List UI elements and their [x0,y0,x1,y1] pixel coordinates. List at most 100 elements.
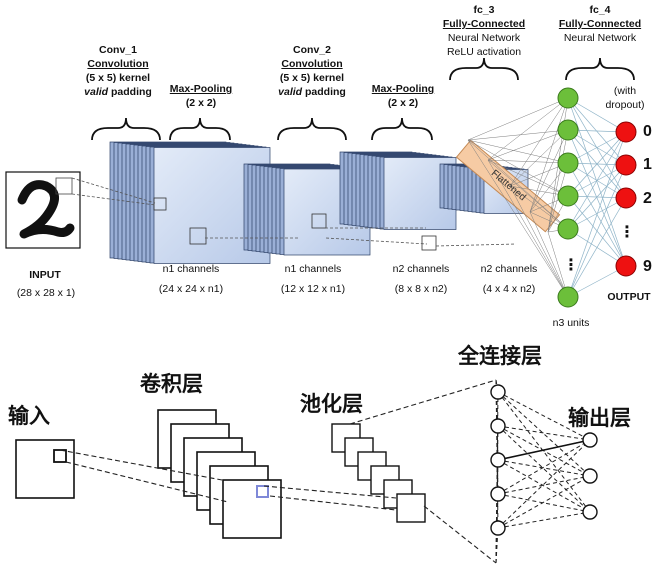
hidden-node [557,152,579,174]
bottom-conv-stack [157,409,282,539]
receptive-box [153,197,167,211]
output-node [615,255,637,277]
flat-to-hidden-edge [487,129,569,161]
hidden-node [557,286,579,308]
conv2-kind: Convolution [281,58,343,70]
pool2-size: (2 x 2) [387,97,419,109]
flat-to-hidden-edge [487,159,569,298]
hidden-to-output-edge [567,97,627,133]
conv2-padding: valid padding [252,85,372,99]
conv2-title: Conv_2 [293,44,331,56]
stage1-dims: (24 x 24 x n1) [158,283,224,295]
stage3-label: n2 channels [392,263,450,275]
bottom-label-conv: 卷积层 [140,372,203,396]
hidden-vdots: ⋮ [563,257,579,274]
dropout-line2: dropout) [605,99,645,111]
fc4-kind: Fully-Connected [558,18,642,30]
receptive-field-lines [71,177,517,247]
bottom-fc-edge [497,459,591,477]
hidden-node [557,185,579,207]
conv2-pad-word: valid [278,86,303,98]
bottom-solid-edge [497,439,591,461]
bottom-label-input: 输入 [8,404,50,428]
flat-to-hidden-edge [547,129,569,233]
bottom-hidden-node [490,418,506,434]
bottom-fc-edge [497,425,591,513]
bottom-fc-edge [497,425,591,441]
brace-fc4 [565,57,635,81]
bottom-fc-edge [497,459,591,513]
n3-units-label: n3 units [552,317,590,329]
fc3-kind: Fully-Connected [442,18,526,30]
hidden-node [557,218,579,240]
conv1-padding: valid padding [58,85,178,99]
bottom-pool-map [396,493,426,523]
bottom-fc-edge [497,439,591,495]
flat-to-hidden-edge [509,185,569,230]
hidden-to-output-edge [567,129,627,267]
hidden-to-output-edge [567,265,627,298]
fc-connections [467,97,627,298]
output-node [615,121,637,143]
flat-to-hidden-edge [467,139,569,164]
hidden-to-output-edge [567,131,627,230]
bottom-label-fc: 全连接层 [458,344,542,368]
hidden-to-output-edge [567,164,627,298]
conv2-stack [339,151,457,230]
conv1-stack [109,141,271,264]
hidden-to-output-edge [567,164,627,230]
bottom-in-edge [495,493,499,564]
flat-to-hidden-edge [509,129,569,187]
conv1-pad-rest: padding [108,86,152,98]
input-label: INPUT [29,269,61,281]
bottom-conv-map [222,479,282,539]
bottom-hidden-node [490,520,506,536]
conv2-pad-rest: padding [302,86,346,98]
flat-to-hidden-edge [467,139,569,197]
flattened-bar [455,139,561,233]
bottom-hidden-node [490,384,506,400]
bottom-fc-edge [497,439,591,529]
bottom-fc-edge [497,511,591,529]
bottom-label-out: 输出层 [568,406,631,430]
bottom-input-patch [53,449,67,463]
hidden-to-output-edge [567,97,627,199]
flat-to-hidden-edge [509,97,569,187]
bottom-fc-edge [497,475,591,529]
stage1-label: n1 channels [162,263,220,275]
output-digit-0: 0 [643,123,652,140]
brace-conv2 [277,117,347,141]
bottom-output-node [582,468,598,484]
flat-to-hidden-edge [487,97,569,161]
input-dims: (28 x 28 x 1) [16,287,76,299]
output-label: OUTPUT [607,291,651,303]
bottom-output-node [582,504,598,520]
stage2-label: n1 channels [284,263,342,275]
flat-to-hidden-edge [487,159,569,164]
hidden-node [557,87,579,109]
flat-to-hidden-edge [467,129,569,141]
hidden-to-output-edge [567,131,627,164]
stage4-dims: (4 x 4 x n2) [482,283,536,295]
input-image [5,171,81,249]
fc3-line1: Neural Network [447,32,521,44]
hidden-to-output-edge [567,131,627,197]
bottom-dashed-lines [59,379,497,564]
bottom-hidden-node [490,486,506,502]
pool1-size: (2 x 2) [185,97,217,109]
flat-to-hidden-edge [547,231,569,298]
output-digit-dots: ⋮ [619,224,635,241]
bottom-input-square [15,439,75,499]
output-digit-1: 1 [643,156,652,173]
conv1-kind: Convolution [87,58,149,70]
conv1-kernel: (5 x 5) kernel [85,72,151,84]
bottom-in-edge [495,379,499,529]
flat-to-hidden-edge [529,129,569,213]
flat-to-hidden-edge [467,139,569,298]
conv1-title: Conv_1 [99,44,137,56]
feature-map-stacks [109,141,529,264]
bottom-fc-edge [497,475,591,495]
output-digit-2: 2 [643,190,652,207]
fc3-line2: ReLU activation [446,46,522,58]
bottom-conv-patch [256,485,269,498]
